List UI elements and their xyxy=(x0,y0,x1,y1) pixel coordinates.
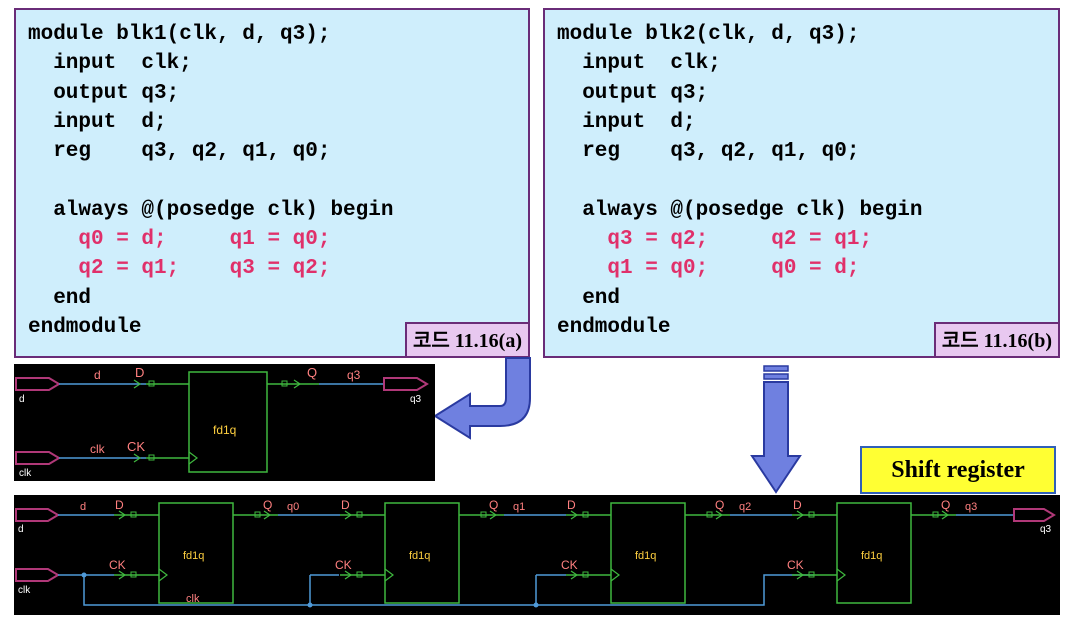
pin-label-Q: Q xyxy=(489,498,498,512)
pin-label-Q: Q xyxy=(715,498,724,512)
cell-label: fd1q xyxy=(183,550,204,562)
port-label-clk: clk xyxy=(18,585,31,596)
schematic-single-flipflop: d d D fd1q Q q3 q3 clk clk CK xyxy=(14,364,435,481)
pin-label-Q: Q xyxy=(263,498,272,512)
pin-label-CK: CK xyxy=(127,439,145,454)
code-label-b: 코드 11.16(b) xyxy=(933,322,1060,358)
pin-label-D: D xyxy=(567,498,576,512)
code-line: output q3; xyxy=(557,81,709,105)
port-label-d: d xyxy=(18,524,24,535)
wire-label-q0: q0 xyxy=(287,501,299,513)
flipflop-cell xyxy=(158,502,234,604)
down-arrow-icon xyxy=(750,365,802,494)
code-line: reg q3, q2, q1, q0; xyxy=(557,140,860,164)
wire-label-d: d xyxy=(94,368,101,382)
pin-label-CK: CK xyxy=(109,558,126,572)
flipflop-cell xyxy=(836,502,912,604)
cell-label: fd1q xyxy=(213,423,236,437)
flipflop-cell xyxy=(384,502,460,604)
code-line xyxy=(28,166,393,195)
wire-label-q3: q3 xyxy=(965,501,977,513)
wire-label-d: d xyxy=(80,501,86,513)
code-line: q0 = d; q1 = q0; xyxy=(28,228,331,252)
code-label-a: 코드 11.16(a) xyxy=(404,322,530,358)
code-line: q1 = q0; q0 = d; xyxy=(557,257,860,281)
wire-label-clk: clk xyxy=(186,593,200,605)
cell-label: fd1q xyxy=(635,550,656,562)
input-port-clk xyxy=(15,568,60,582)
pin-label-Q: Q xyxy=(941,498,950,512)
code-line xyxy=(557,166,922,195)
code-block-a: module blk1(clk, d, q3); input clk; outp… xyxy=(14,8,530,358)
wire-label-q3: q3 xyxy=(347,368,361,382)
flipflop-cell xyxy=(188,371,268,473)
port-label-clk: clk xyxy=(19,468,32,479)
flipflop-cell xyxy=(610,502,686,604)
code-line: input clk; xyxy=(28,52,192,76)
code-line: endmodule xyxy=(28,315,142,339)
code-line: output q3; xyxy=(28,81,180,105)
code-line: q3 = q2; q2 = q1; xyxy=(557,228,873,252)
code-line: end xyxy=(557,286,621,310)
input-port-d xyxy=(15,508,60,522)
input-port-d xyxy=(15,377,61,391)
curved-arrow-icon xyxy=(433,357,531,440)
code-line: always @(posedge clk) begin xyxy=(557,198,923,222)
code-listing-b: module blk2(clk, d, q3); input clk; outp… xyxy=(557,20,922,342)
code-line: input d; xyxy=(28,110,167,134)
port-label-d: d xyxy=(19,394,25,405)
pin-label-D: D xyxy=(793,498,802,512)
code-line: q2 = q1; q3 = q2; xyxy=(28,257,331,281)
input-port-clk xyxy=(15,451,61,465)
code-block-b: module blk2(clk, d, q3); input clk; outp… xyxy=(543,8,1060,358)
code-line: module blk2(clk, d, q3); xyxy=(557,23,860,46)
wire-label-clk: clk xyxy=(90,442,106,456)
code-line: end xyxy=(28,286,92,310)
code-line: endmodule xyxy=(557,315,671,339)
pin-label-Q: Q xyxy=(307,365,317,380)
pin-label-CK: CK xyxy=(561,558,578,572)
wire-label-q1: q1 xyxy=(513,501,525,513)
wire-label-q2: q2 xyxy=(739,501,751,513)
shift-register-banner: Shift register xyxy=(860,446,1056,494)
port-label-q3: q3 xyxy=(1040,524,1052,535)
code-line: input d; xyxy=(557,110,696,134)
port-label-q3: q3 xyxy=(410,394,422,405)
pin-label-D: D xyxy=(135,365,144,380)
code-listing-a: module blk1(clk, d, q3); input clk; outp… xyxy=(28,20,393,342)
pin-label-D: D xyxy=(115,498,124,512)
code-line: module blk1(clk, d, q3); xyxy=(28,23,331,46)
code-line: input clk; xyxy=(557,52,721,76)
output-port-q3 xyxy=(1013,508,1056,522)
code-line: reg q3, q2, q1, q0; xyxy=(28,140,331,164)
cell-label: fd1q xyxy=(861,550,882,562)
code-line: always @(posedge clk) begin xyxy=(28,198,394,222)
output-port-q3 xyxy=(383,377,429,391)
cell-label: fd1q xyxy=(409,550,430,562)
pin-label-CK: CK xyxy=(335,558,352,572)
pin-label-CK: CK xyxy=(787,558,804,572)
pin-label-D: D xyxy=(341,498,350,512)
